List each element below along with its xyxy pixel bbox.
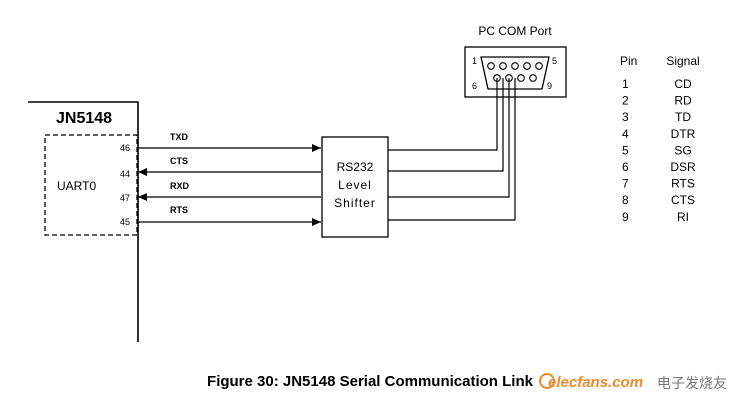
signal-label-rxd: RXD <box>170 181 190 191</box>
shifter-label-1: RS232 <box>337 160 374 174</box>
pin-table-signal: RTS <box>671 177 695 191</box>
pin-table-pin: 7 <box>622 177 629 191</box>
chip-outline <box>28 101 139 342</box>
pin-number-rxd: 47 <box>120 193 130 203</box>
pin-table-signal: DSR <box>670 160 696 174</box>
chip-name: JN5148 <box>56 110 112 127</box>
connector-pin-9: 9 <box>547 81 552 91</box>
pin-table-pin: 8 <box>622 193 629 207</box>
signal-label-txd: TXD <box>170 132 189 142</box>
wire-to-pin7 <box>388 78 510 198</box>
pin-table-header-pin: Pin <box>620 54 637 68</box>
pin-number-txd: 46 <box>120 143 130 153</box>
pin-number-cts: 44 <box>120 169 130 179</box>
signal-label-rts: RTS <box>170 205 188 215</box>
pin-table-signal: SG <box>674 143 691 157</box>
shifter-label-2: Level <box>338 178 372 192</box>
pin-table-pin: 5 <box>622 143 629 157</box>
com-port-frame <box>464 46 567 98</box>
shifter-label-3: Shifter <box>334 196 376 210</box>
figure-caption: Figure 30: JN5148 Serial Communication L… <box>207 373 534 390</box>
pin-table-signal: RI <box>677 210 689 224</box>
pin-table-signal: CTS <box>671 193 695 207</box>
connector-pin-5: 5 <box>552 56 557 66</box>
pin-number-rts: 45 <box>120 217 130 227</box>
db9-pins <box>487 62 543 82</box>
connector-pin-1: 1 <box>472 56 477 66</box>
watermark: elecfans.com 电子发烧友 <box>539 373 727 392</box>
pin-table-rows: 1 CD 2 RD 3 TD 4 DTR 5 SG 6 DSR 7 RTS 8 CTS 9 RI <box>622 77 696 224</box>
pin-table-pin: 1 <box>622 77 629 91</box>
com-port-title: PC COM Port <box>478 24 552 38</box>
pin-table-signal: CD <box>674 77 692 91</box>
pin-table-pin: 4 <box>622 127 629 141</box>
pin-table-pin: 3 <box>622 110 629 124</box>
wire-to-pin8 <box>388 78 516 221</box>
signal-label-cts: CTS <box>170 156 188 166</box>
pin-table-signal: TD <box>675 110 691 124</box>
watermark-cn: 电子发烧友 <box>657 376 727 392</box>
pin-table-pin: 2 <box>622 94 629 108</box>
wire-to-pin3 <box>388 78 504 172</box>
uart-label: UART0 <box>57 179 96 193</box>
connector-pin-6: 6 <box>472 81 477 91</box>
pin-table-pin: 9 <box>622 210 629 224</box>
db9-shell <box>480 56 550 90</box>
pin-table-pin: 6 <box>622 160 629 174</box>
pin-table-signal: DTR <box>671 127 696 141</box>
watermark-site: elecfans.com <box>548 374 643 391</box>
pin-table-signal: RD <box>674 94 692 108</box>
level-shifter-box <box>321 136 389 238</box>
wire-to-pin2 <box>388 78 498 151</box>
pin-table-header-signal: Signal <box>666 54 699 68</box>
